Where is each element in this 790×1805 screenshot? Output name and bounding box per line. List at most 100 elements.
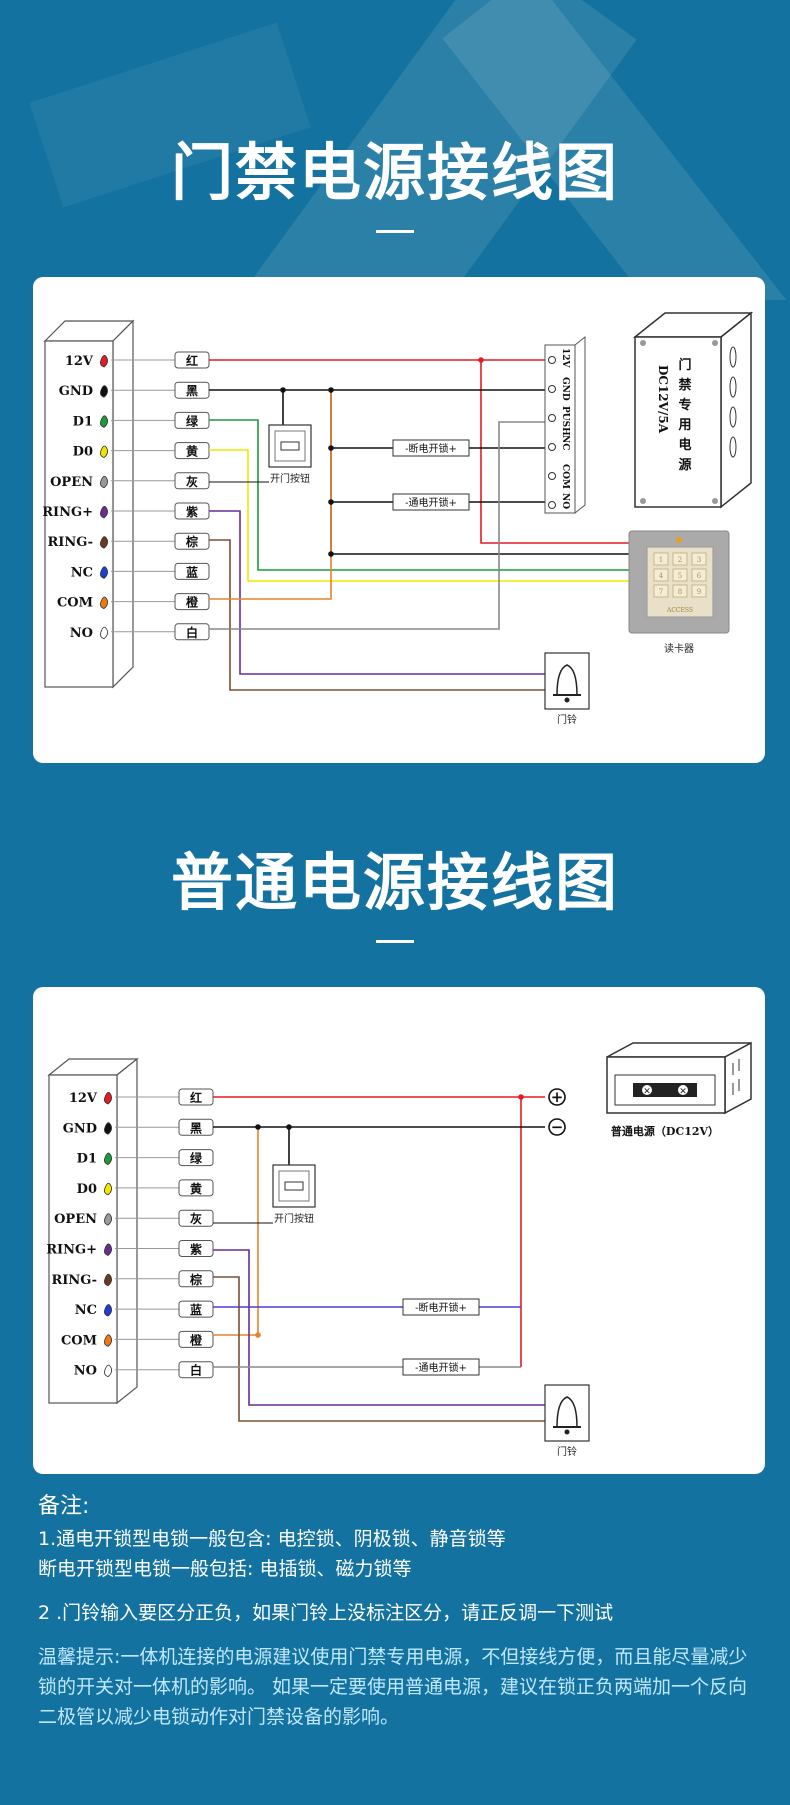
psu-terminal-screw-5: [548, 501, 556, 509]
wire-color-box-7: [178, 1300, 214, 1318]
wire-dot-2: [104, 1152, 112, 1166]
wire-color-label-5: 紫: [190, 1242, 202, 1257]
reader-key-label-5: 5: [678, 572, 682, 580]
wire-orange-com: [209, 390, 332, 600]
wire-dot-9: [100, 626, 108, 640]
wire-dot-1: [100, 385, 108, 398]
psu-terminal-screw-3: [548, 443, 556, 451]
wire-color-box-4: [174, 472, 210, 490]
wire-dot-3: [104, 1182, 112, 1196]
notes-line2: 断电开锁型电锁一般包括: 电插锁、磁力锁等: [38, 1558, 412, 1580]
psu-positive-terminal-icon: [548, 1088, 566, 1106]
psu-terminal-label-2: PUSH: [560, 406, 570, 436]
terminal-label-9: NO: [74, 1364, 97, 1379]
doorbell-label-2: 门铃: [557, 1445, 577, 1458]
section2-title: 普通电源接线图: [170, 846, 619, 919]
wire-color-label-5: 紫: [186, 504, 198, 519]
minus-symbol: −: [551, 1118, 564, 1136]
psu-terminal-label-4: COM: [560, 464, 570, 489]
wire-dot-5: [104, 1243, 112, 1256]
wire-color-box-7: [174, 562, 210, 580]
reader-key-5: [672, 568, 688, 582]
psu-label-line2: DC12V/5A: [656, 365, 670, 434]
normal-psu-label: 普通电源（DC12V）: [611, 1124, 719, 1138]
wire-color-box-5: [178, 1240, 214, 1257]
reader-key-label-6: 6: [697, 572, 702, 580]
wire-red-reader: [480, 360, 629, 544]
reader-key-9: [691, 584, 707, 598]
terminal-label-0: 12V: [69, 1091, 98, 1106]
psu-terminal-label-0: 12V: [560, 348, 570, 369]
psu-terminal-screw-2: [548, 414, 556, 422]
notes-heading: 备注:: [38, 1494, 90, 1519]
reader-key-3: [691, 552, 707, 566]
notes-line1: 1.通电开锁型电锁一般包含: 电控锁、阴极锁、静音锁等: [38, 1528, 506, 1550]
wire-color-label-8: 橙: [190, 1332, 203, 1347]
wire-purple-ring-plus: [209, 510, 545, 675]
lock-off-box-2: [402, 1298, 480, 1316]
plus-symbol: +: [551, 1088, 564, 1106]
normal-power-supply: ✕ ✕ 普通电源（DC12V）: [606, 1041, 752, 1138]
wire-dot-1: [104, 1122, 112, 1135]
reader-key-label-1: 1: [659, 556, 663, 564]
psu-terminal-screw-1: [548, 385, 556, 393]
wire-color-box-8: [178, 1330, 214, 1348]
psu-terminal-label-1: GND: [560, 377, 570, 401]
doorbell: 门铃: [544, 652, 590, 726]
terminal-label-0: 12V: [65, 354, 94, 369]
terminal-label-9: NO: [70, 626, 93, 641]
terminal-label-1: GND: [59, 384, 93, 399]
terminal-label-2: D1: [73, 414, 93, 429]
lock-off-label: -断电开锁+: [405, 442, 457, 455]
reader-brand-text: ACCESS: [666, 607, 693, 614]
wire-color-label-0: 红: [186, 353, 198, 368]
terminal-label-8: COM: [57, 596, 93, 611]
terminal-label-7: NC: [71, 565, 93, 580]
junction-dots: [478, 357, 484, 363]
terminal-label-7: NC: [75, 1303, 97, 1318]
wire-dot-0: [104, 1092, 112, 1105]
wire-dot-4: [100, 475, 108, 489]
terminal-label-4: OPEN: [54, 1212, 97, 1227]
exit-button-label: 开门按钮: [270, 472, 310, 485]
terminal-label-2: D1: [77, 1152, 97, 1167]
wire-color-box-8: [174, 593, 210, 611]
lock-on-box: [392, 493, 470, 511]
reader-key-4: [653, 568, 669, 582]
wire-color-label-7: 蓝: [190, 1302, 202, 1317]
wire-green-d1: [209, 419, 629, 571]
wires2: [213, 1096, 545, 1422]
wire-color-label-4: 灰: [190, 1211, 202, 1226]
wire-dot-6: [100, 536, 108, 549]
psu-terminal-label-5: NO: [560, 493, 570, 509]
reader-key-label-3: 3: [697, 556, 701, 564]
terminal-label-4: OPEN: [50, 475, 93, 490]
terminal-label-1: GND: [63, 1121, 97, 1136]
wire-dot-2: [100, 415, 108, 428]
reader-key-label-7: 7: [659, 588, 663, 596]
terminal-label-3: D0: [77, 1182, 97, 1197]
exit-button-label-2: 开门按钮: [274, 1212, 314, 1225]
wire-color-label-9: 白: [186, 625, 198, 640]
wire-dot-4: [104, 1213, 112, 1226]
wire-color-box-4: [178, 1209, 214, 1227]
reader-key-6: [691, 568, 707, 582]
terminal-label-6: RING-: [51, 1273, 97, 1288]
lock-on-label: -通电开锁+: [405, 496, 457, 509]
wire-dot-8: [104, 1334, 112, 1347]
psu-label-line1: 门禁专用电源: [677, 357, 691, 473]
wire-brown-ring-minus: [209, 539, 545, 691]
reader-key-label-2: 2: [678, 556, 682, 564]
svg-text:✕: ✕: [679, 1087, 687, 1097]
reader-label: 读卡器: [664, 642, 694, 655]
wire-dot-7: [100, 566, 108, 579]
section1-title-underline: [376, 230, 414, 233]
wire2-orange-com: [213, 1127, 259, 1336]
